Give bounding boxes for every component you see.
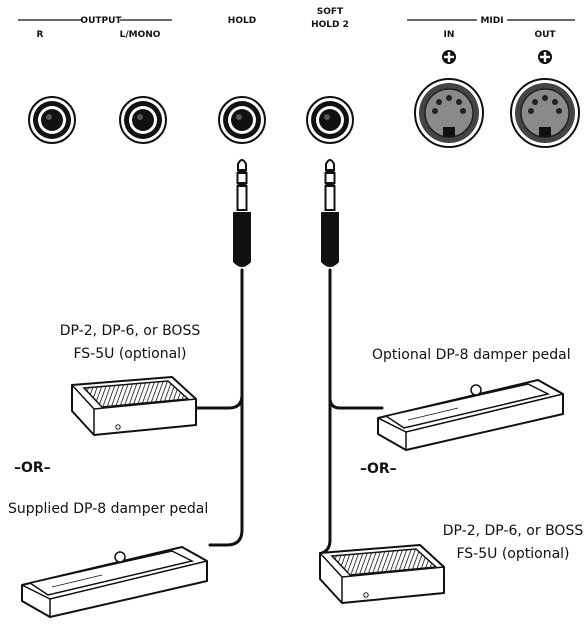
soft-hold2-cable bbox=[320, 268, 384, 555]
soft-hold2-jack[interactable] bbox=[306, 96, 354, 144]
midi-group-label: MIDI bbox=[480, 16, 503, 26]
midi-in-screw-icon bbox=[442, 50, 456, 64]
output-group-label: OUTPUT bbox=[80, 16, 122, 26]
midi-in-port[interactable] bbox=[414, 78, 484, 148]
left-damper-pedal-icon bbox=[21, 546, 208, 618]
left-footswitch-icon bbox=[71, 376, 197, 436]
output-r-jack[interactable] bbox=[28, 96, 76, 144]
midi-out-label: OUT bbox=[534, 30, 556, 40]
output-group: OUTPUT R L/MONO bbox=[18, 16, 172, 40]
right-footswitch-caption-line2: FS-5U (optional) bbox=[456, 546, 569, 562]
hold-cable bbox=[196, 268, 244, 547]
midi-out-screw-icon bbox=[538, 50, 552, 64]
right-or-label: –OR– bbox=[360, 461, 397, 477]
right-damper-caption: Optional DP-8 damper pedal bbox=[372, 347, 571, 363]
left-footswitch-caption-line2: FS-5U (optional) bbox=[73, 346, 186, 362]
hold-label: HOLD bbox=[228, 16, 256, 26]
midi-group: MIDI IN OUT bbox=[407, 16, 575, 40]
right-damper-pedal-icon bbox=[377, 379, 564, 451]
output-lmono-jack[interactable] bbox=[119, 96, 167, 144]
hold-jack[interactable] bbox=[218, 96, 266, 144]
right-footswitch-icon bbox=[319, 544, 445, 604]
midi-out-port[interactable] bbox=[510, 78, 580, 148]
r-label: R bbox=[37, 30, 44, 40]
lmono-label: L/MONO bbox=[120, 30, 161, 40]
hold2-label: HOLD 2 bbox=[311, 20, 349, 30]
right-footswitch-caption-line1: DP-2, DP-6, or BOSS bbox=[443, 523, 584, 539]
left-footswitch-caption-line1: DP-2, DP-6, or BOSS bbox=[60, 323, 201, 339]
soft-hold2-plug-icon bbox=[320, 159, 340, 268]
hold-plug-icon bbox=[232, 159, 252, 268]
left-or-label: –OR– bbox=[14, 460, 51, 476]
midi-in-label: IN bbox=[444, 30, 455, 40]
left-damper-caption: Supplied DP-8 damper pedal bbox=[8, 501, 208, 517]
soft-label: SOFT bbox=[317, 7, 344, 17]
